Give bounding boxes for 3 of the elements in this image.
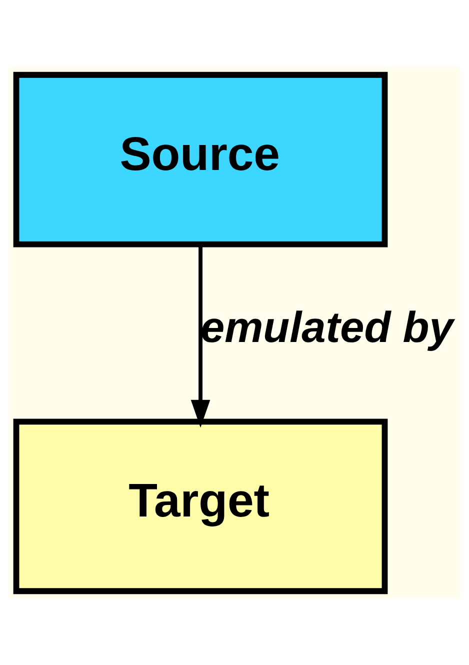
arrow [190,244,210,428]
node-box: Target [13,418,388,594]
node-box: Source [13,71,388,247]
